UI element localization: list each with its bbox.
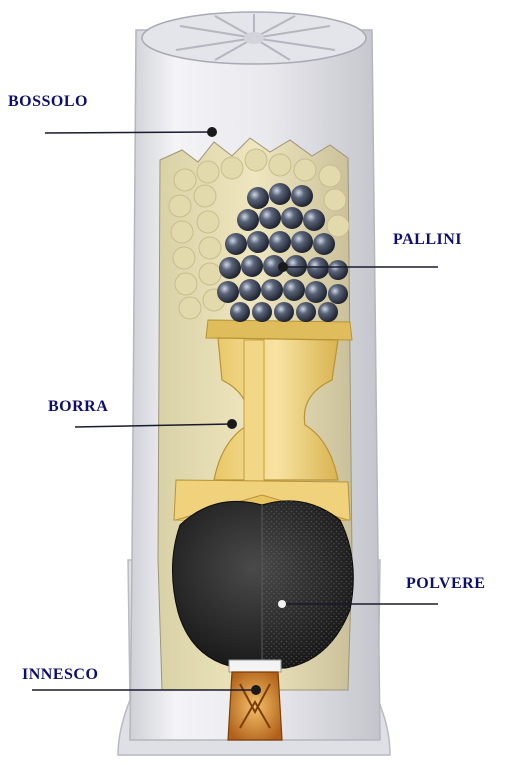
dot-innesco — [251, 685, 261, 695]
dot-pallini — [278, 262, 288, 272]
dot-polvere — [278, 600, 286, 608]
label-pallini: PALLINI — [393, 231, 462, 249]
label-bossolo: BOSSOLO — [8, 93, 88, 111]
primer — [228, 660, 282, 740]
powder-charge — [172, 501, 353, 668]
dot-borra — [227, 419, 237, 429]
leader-bossolo — [45, 132, 212, 133]
label-polvere: POLVERE — [406, 575, 485, 593]
label-innesco: INNESCO — [22, 666, 98, 684]
label-borra: BORRA — [48, 398, 108, 416]
dot-bossolo — [207, 127, 217, 137]
